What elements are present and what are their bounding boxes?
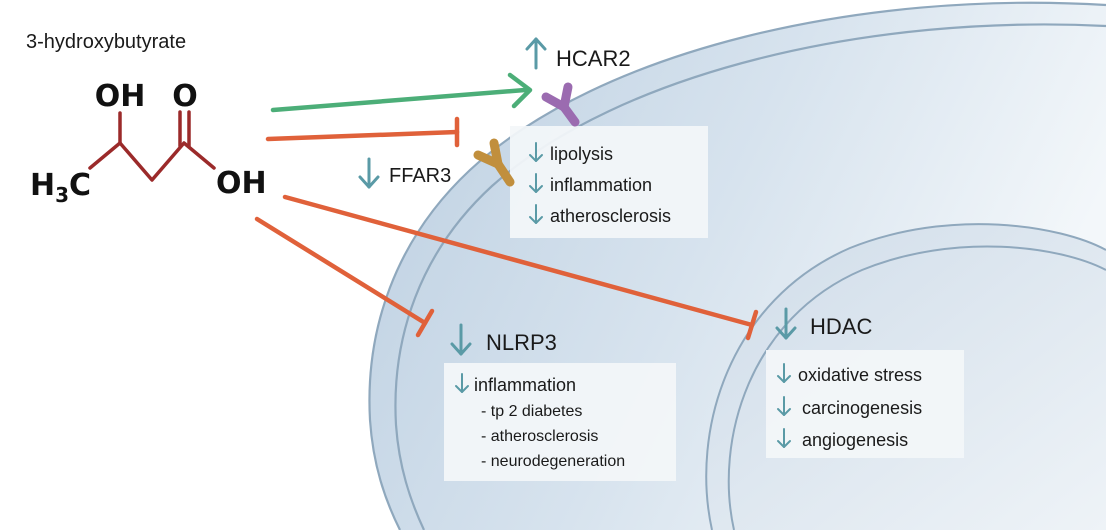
cell-membrane-inner bbox=[394, 23, 1106, 530]
nlrp3-sub-item: - atherosclerosis bbox=[481, 428, 598, 445]
nucleus-membrane-outer bbox=[705, 223, 1106, 530]
ffar3-down-arrow-icon bbox=[358, 157, 380, 189]
nucleus-membrane-inner bbox=[727, 245, 1106, 530]
atom-h3c: H3C bbox=[30, 168, 91, 207]
nlrp3-sub-item: - neurodegeneration bbox=[481, 453, 625, 470]
hcar2-up-arrow-icon bbox=[525, 37, 547, 70]
molecule-structure: 3-hydroxybutyrate OH O H3C OH bbox=[26, 31, 267, 207]
ffar3-receptor-icon bbox=[473, 138, 515, 187]
svg-text:atherosclerosis: atherosclerosis bbox=[550, 206, 671, 226]
hcar2-effect-item: atherosclerosis bbox=[529, 204, 671, 226]
svg-text:inflammation: inflammation bbox=[474, 375, 576, 395]
nlrp3-sub-item: - tp 2 diabetes bbox=[481, 403, 582, 420]
svg-text:carcinogenesis: carcinogenesis bbox=[802, 398, 922, 418]
molecule-bonds bbox=[88, 110, 216, 182]
svg-text:lipolysis: lipolysis bbox=[550, 144, 613, 164]
down-arrow-icon bbox=[529, 142, 543, 162]
activation-arrow-hcar2 bbox=[270, 72, 533, 113]
hdac-effect-item: angiogenesis bbox=[777, 428, 908, 450]
down-arrow-icon bbox=[777, 396, 791, 416]
svg-text:angiogenesis: angiogenesis bbox=[802, 430, 908, 450]
atom-oh-top: OH bbox=[95, 79, 146, 114]
hcar2-effect-item: lipolysis bbox=[529, 142, 613, 164]
hcar2-effect-item: inflammation bbox=[529, 173, 652, 195]
inhibition-arrow-hdac bbox=[282, 194, 759, 341]
hdac-effect-item: carcinogenesis bbox=[777, 396, 922, 418]
inhibition-arrow-nlrp3 bbox=[254, 216, 435, 338]
ffar3-label: FFAR3 bbox=[389, 165, 451, 187]
down-arrow-icon bbox=[777, 363, 791, 383]
hcar2-label: HCAR2 bbox=[556, 46, 631, 71]
down-arrow-icon bbox=[777, 428, 791, 448]
svg-text:inflammation: inflammation bbox=[550, 175, 652, 195]
down-arrow-icon bbox=[529, 204, 543, 224]
inhibition-arrow-ffar3 bbox=[265, 116, 460, 148]
hcar2-effects-list: lipolysis inflammation atherosclerosis bbox=[529, 142, 671, 226]
hcar2-receptor-icon bbox=[541, 82, 580, 127]
nlrp3-effects-box bbox=[444, 363, 676, 481]
molecule-name: 3-hydroxybutyrate bbox=[26, 31, 186, 53]
nlrp3-down-arrow-icon bbox=[450, 323, 472, 356]
hdac-effect-item: oxidative stress bbox=[777, 363, 922, 385]
hcar2-effects-box bbox=[510, 126, 708, 238]
nlrp3-effect-item: inflammation bbox=[455, 373, 576, 395]
hdac-effects-list: oxidative stress carcinogenesis angiogen… bbox=[777, 363, 922, 450]
hdac-down-arrow-icon bbox=[775, 307, 797, 340]
cell-membrane-outer bbox=[368, 1, 1106, 530]
nlrp3-label: NLRP3 bbox=[486, 330, 557, 355]
atom-o-top: O bbox=[172, 79, 198, 114]
down-arrow-icon bbox=[455, 373, 469, 393]
atom-oh-right: OH bbox=[216, 166, 267, 201]
hdac-effects-box bbox=[766, 350, 964, 458]
nlrp3-effects-list: inflammation - tp 2 diabetes - atheroscl… bbox=[455, 373, 625, 470]
down-arrow-icon bbox=[529, 173, 543, 193]
hdac-label: HDAC bbox=[810, 314, 872, 339]
svg-text:oxidative stress: oxidative stress bbox=[798, 365, 922, 385]
